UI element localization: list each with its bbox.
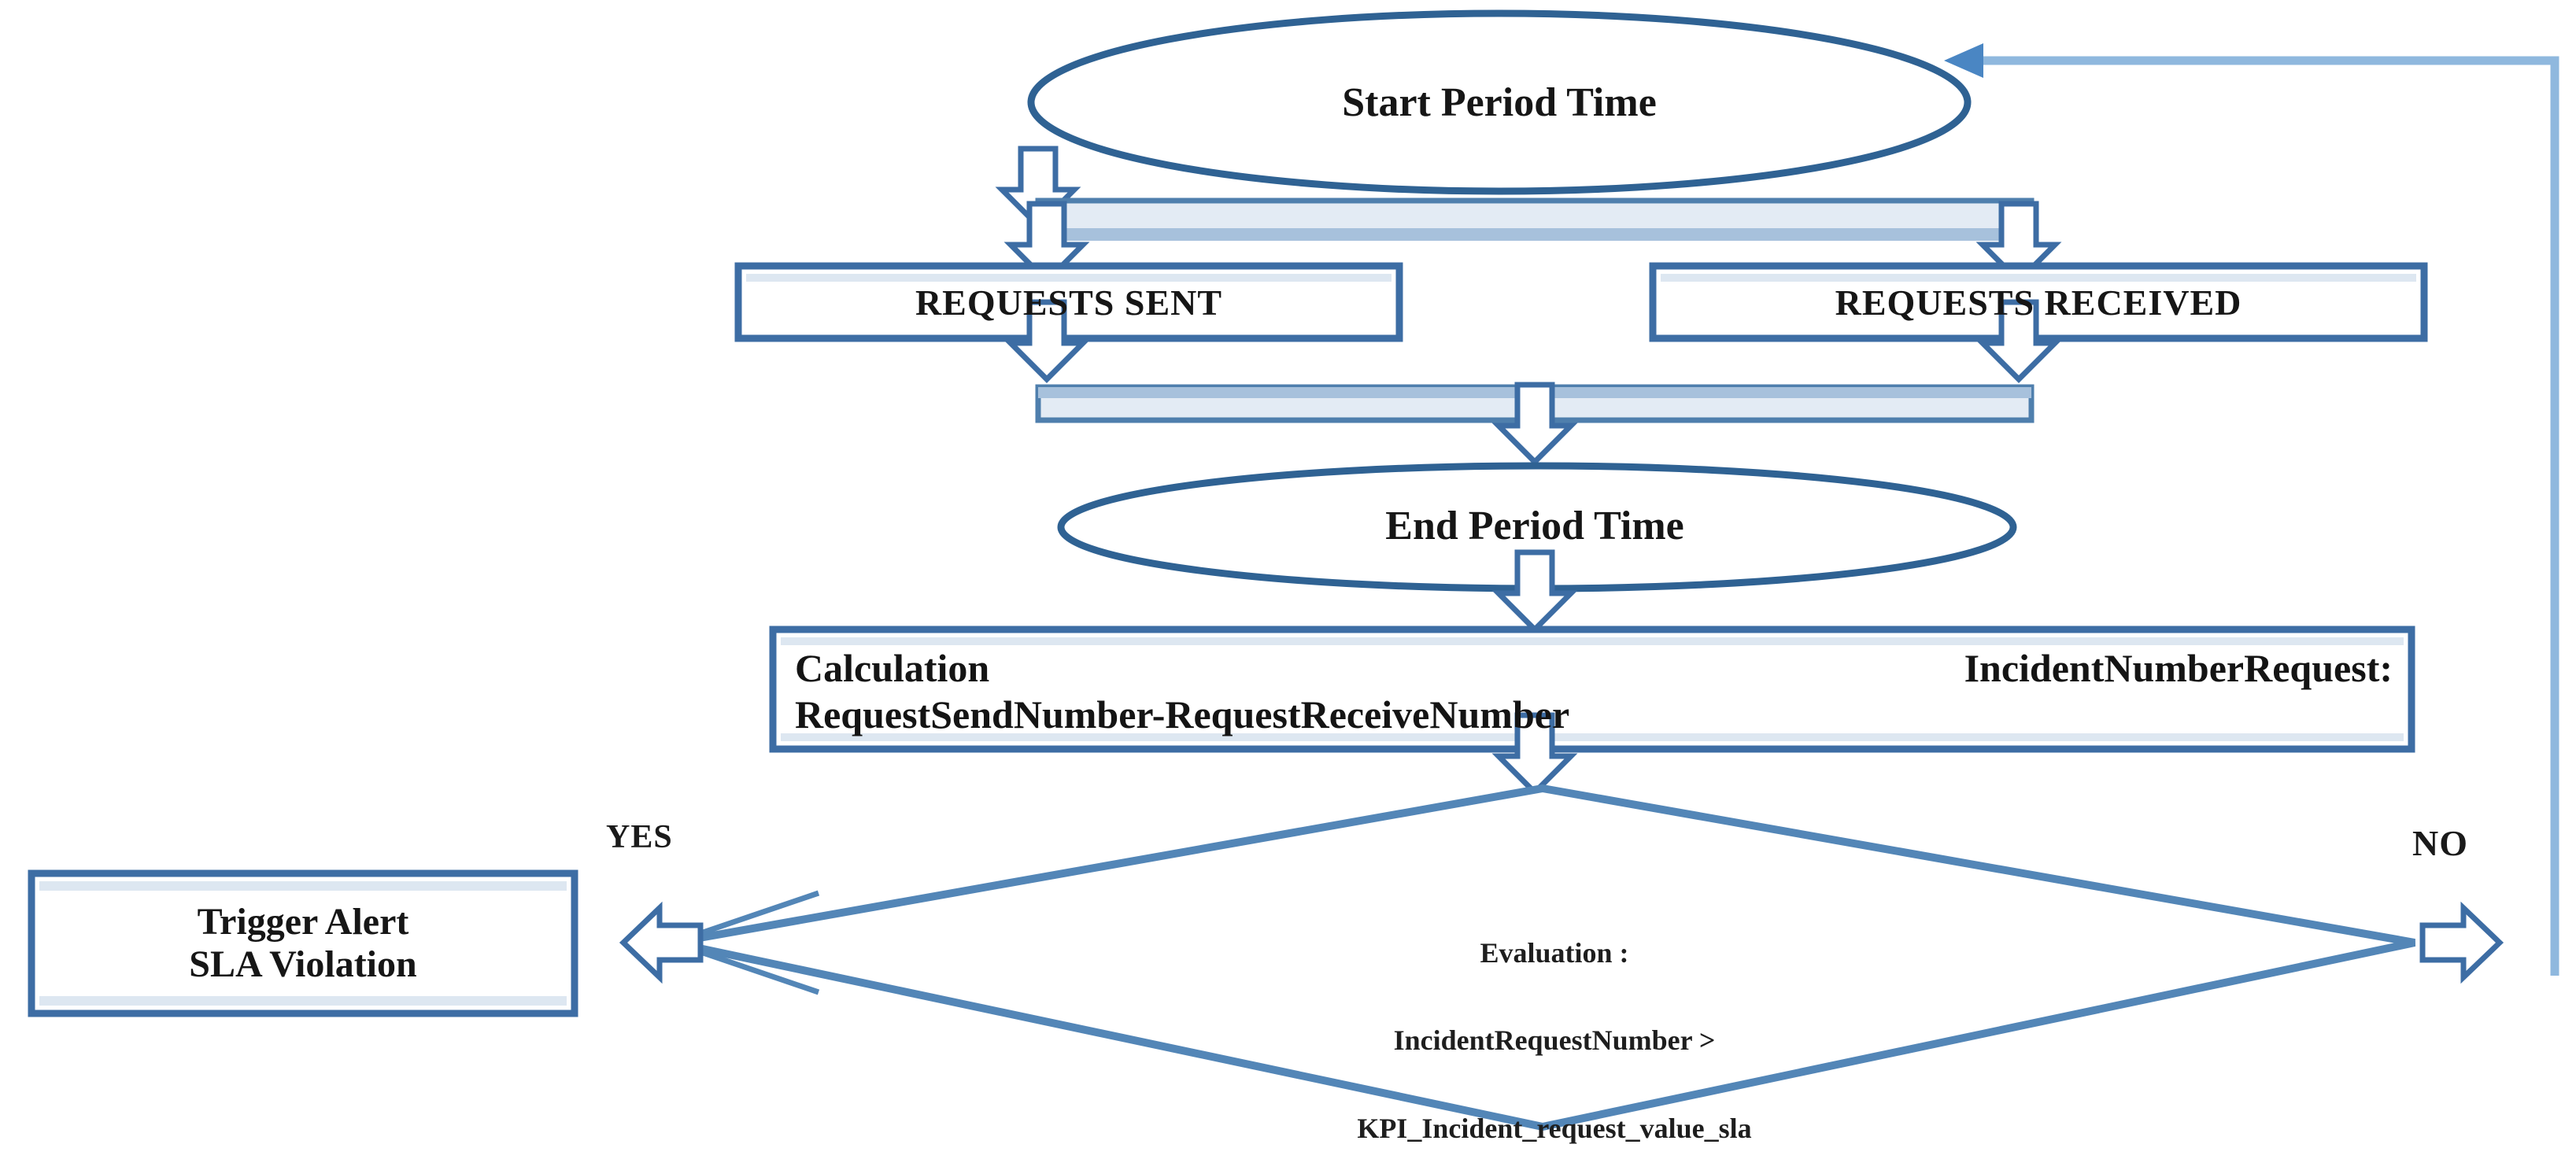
- evaluation-text: Evaluation : IncidentRequestNumber > KPI…: [1145, 888, 1964, 1159]
- calculation-box: [769, 626, 2415, 753]
- split-connector-bar: [1035, 197, 2035, 241]
- start-period-time-ellipse: [1027, 9, 1972, 195]
- evaluation-line-2: IncidentRequestNumber >: [1393, 1024, 1716, 1057]
- no-edge-label: NO: [2412, 823, 2468, 863]
- calculation-formula: RequestSendNumber-RequestReceiveNumber: [795, 692, 1570, 736]
- requests-sent-box: [734, 262, 1403, 342]
- evaluation-diamond: [671, 784, 2416, 1131]
- evaluation-line-1: Evaluation :: [1480, 936, 1629, 969]
- evaluation-line-3: KPI_Incident_request_value_sla: [1357, 1112, 1752, 1144]
- calculation-text: Calculation IncidentNumberRequest: Reque…: [795, 645, 2393, 738]
- calculation-row-1: Calculation IncidentNumberRequest:: [795, 645, 2393, 692]
- yes-edge-label: YES: [606, 819, 673, 855]
- arrow-no-to-feedback: [2423, 908, 2500, 977]
- calculation-left-label: Calculation: [795, 646, 990, 690]
- feedback-loop-edge: [1944, 43, 2559, 976]
- trigger-alert-box: [28, 869, 578, 1017]
- arrow-yes-to-trigger-alert: [623, 908, 700, 977]
- calculation-right-label: IncidentNumberRequest:: [1964, 646, 2393, 690]
